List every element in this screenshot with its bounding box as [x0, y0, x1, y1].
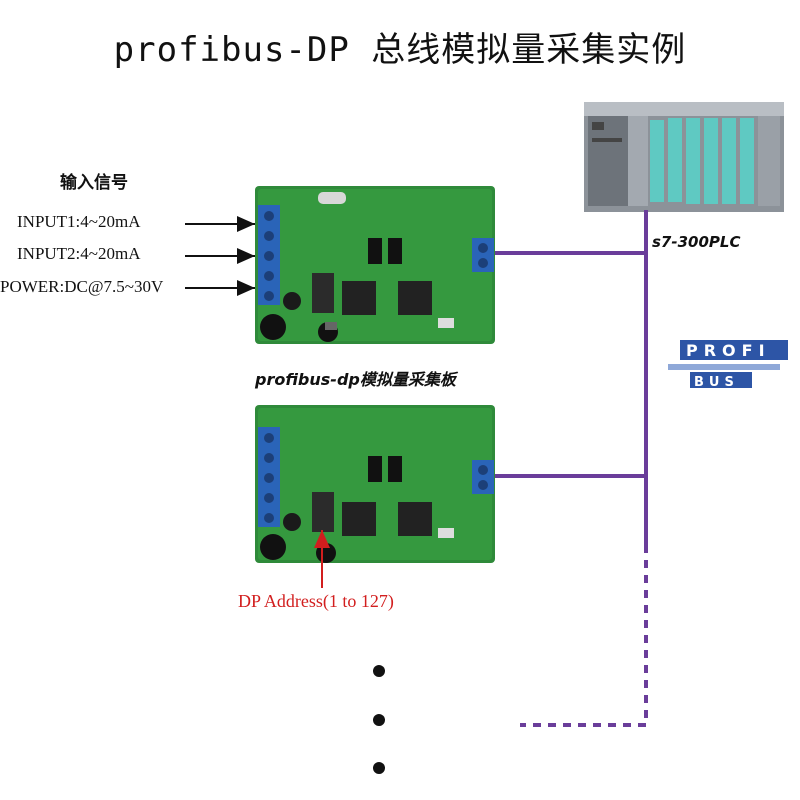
- input-arrows: [185, 216, 255, 296]
- input-label-2: INPUT2:4~20mA: [17, 244, 141, 263]
- acquisition-board-1: [255, 186, 495, 344]
- plc-caption: s7-300PLC: [652, 233, 741, 251]
- input-label-1: INPUT1:4~20mA: [17, 212, 141, 231]
- profibus-line: [495, 210, 648, 727]
- s7-300-plc: [584, 102, 784, 212]
- continuation-dots: [373, 665, 385, 774]
- profibus-logo: PROFI BUS: [668, 340, 788, 390]
- board-caption: profibus-dp模拟量采集板: [255, 370, 456, 389]
- logo-top-text: PROFI: [686, 341, 771, 360]
- dp-address-label: DP Address(1 to 127): [238, 591, 394, 611]
- input-signal-heading: 输入信号: [60, 173, 128, 193]
- input-label-power: POWER:DC@7.5~30V: [0, 277, 164, 296]
- dip-switch: [312, 492, 334, 532]
- page-title: profibus-DP 总线模拟量采集实例: [113, 30, 687, 70]
- logo-bottom-text: BUS: [694, 375, 739, 390]
- acquisition-board-2: [255, 405, 495, 563]
